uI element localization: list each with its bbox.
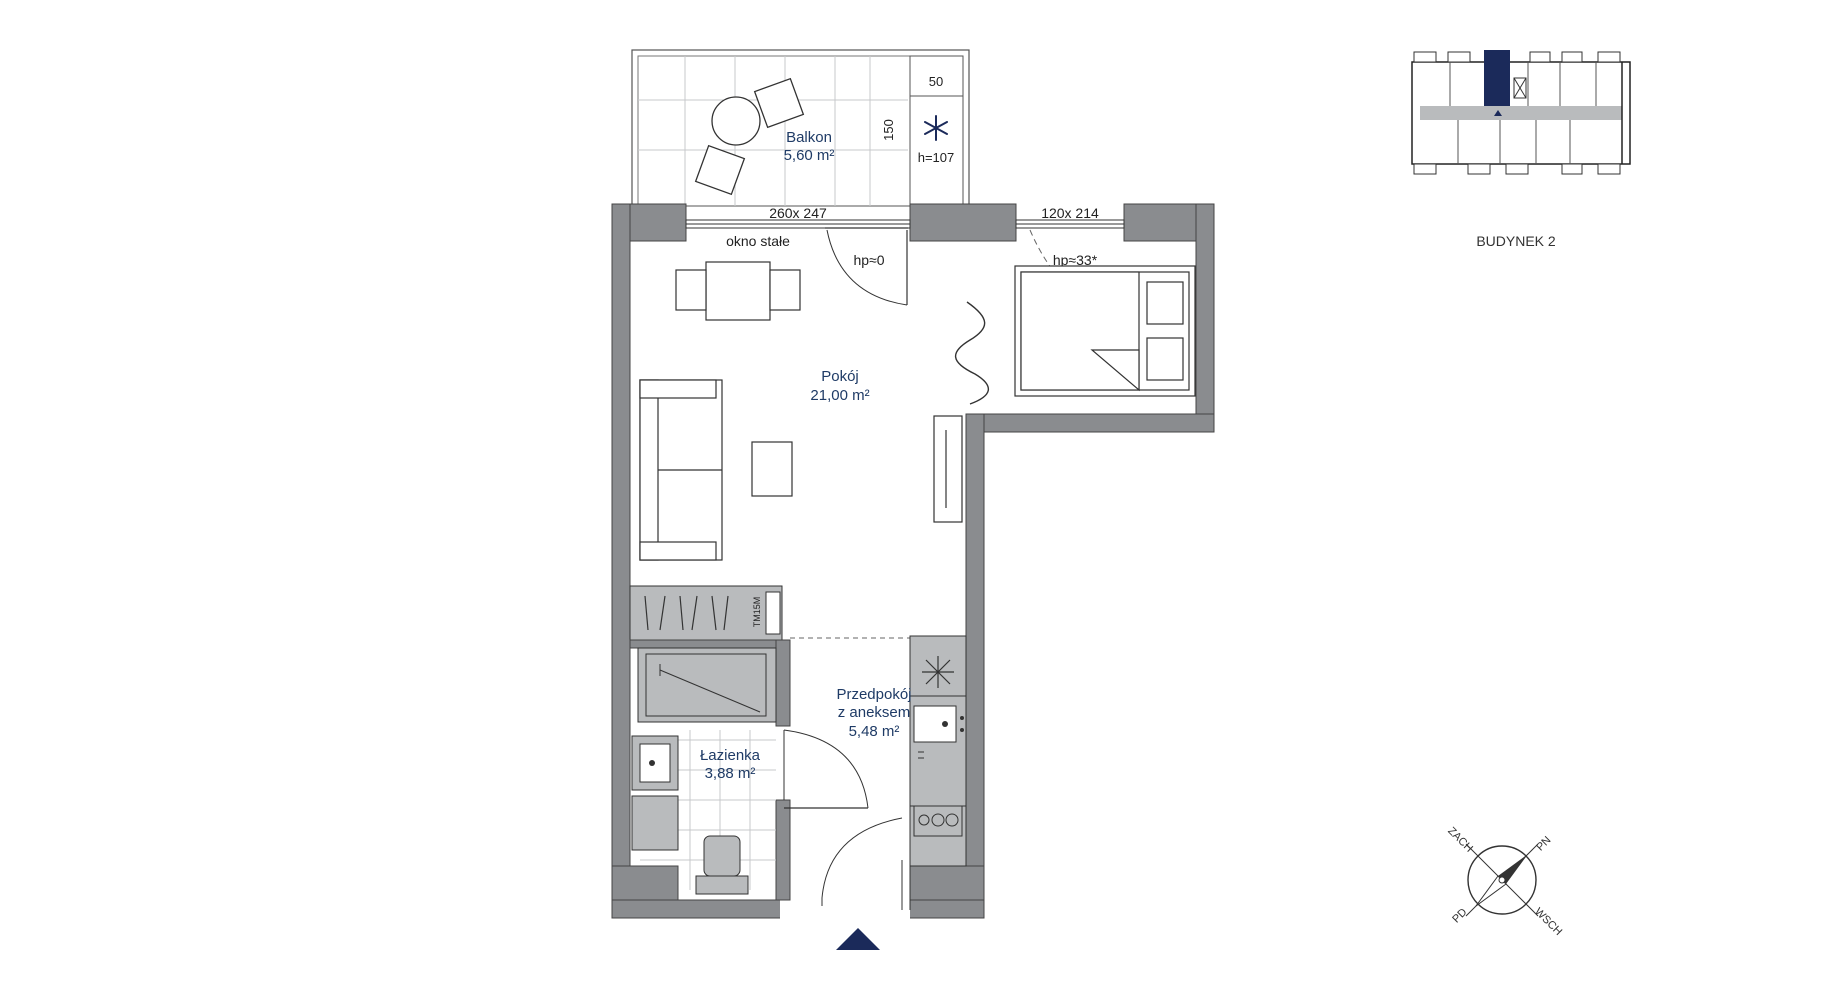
compass-needle-icon	[1498, 854, 1528, 884]
windows: 260x 247 okno stałe hp≈0 120x 214 hp≈33*	[685, 205, 1125, 319]
pokoj-area: 21,00 m²	[810, 387, 869, 404]
lazienka-name: Łazienka	[700, 747, 761, 764]
przedpokoj-name2: z aneksem	[838, 704, 911, 721]
compass-nw: ZACH	[1445, 825, 1475, 855]
walls	[611, 203, 1215, 919]
balkon-area: 5,60 m²	[784, 147, 835, 164]
balcony-width-label: 50	[929, 74, 943, 89]
living-room-furniture	[639, 261, 1196, 561]
building-keyplan: BUDYNEK 2	[1411, 50, 1631, 249]
bathroom: Łazienka 3,88 m²	[629, 639, 869, 901]
wardrobe: TM15M	[629, 585, 783, 641]
window-second-dim: 120x 214	[1041, 205, 1099, 221]
door-hp-label: hp≈0	[853, 252, 884, 268]
entrance-arrow-icon	[836, 928, 880, 950]
snowflake-icon	[924, 115, 948, 141]
przedpokoj-area: 5,48 m²	[849, 723, 900, 740]
building-label: BUDYNEK 2	[1476, 233, 1556, 249]
compass-ne: PN	[1534, 834, 1553, 853]
compass-sw: PD	[1450, 906, 1469, 925]
pokoj-name: Pokój	[821, 368, 859, 385]
compass-se: WSCH	[1532, 906, 1564, 938]
balcony-height-label: h=107	[918, 150, 955, 165]
balkon-name: Balkon	[786, 129, 832, 146]
wardrobe-appliance-label: TM15M	[752, 597, 762, 628]
window-main-dim: 260x 247	[769, 205, 827, 221]
przedpokoj-name1: Przedpokój	[836, 686, 911, 703]
kitchenette: Przedpokój z aneksem 5,48 m²	[790, 635, 967, 906]
balcony-depth-label: 150	[881, 119, 896, 141]
window-second-hp: hp≈33*	[1053, 252, 1098, 268]
compass: ZACH PN PD WSCH	[1445, 825, 1564, 938]
lazienka-area: 3,88 m²	[705, 765, 756, 782]
balcony: 50 150 h=107 Balkon 5,60 m²	[631, 49, 970, 207]
window-main-note: okno stałe	[726, 233, 790, 249]
